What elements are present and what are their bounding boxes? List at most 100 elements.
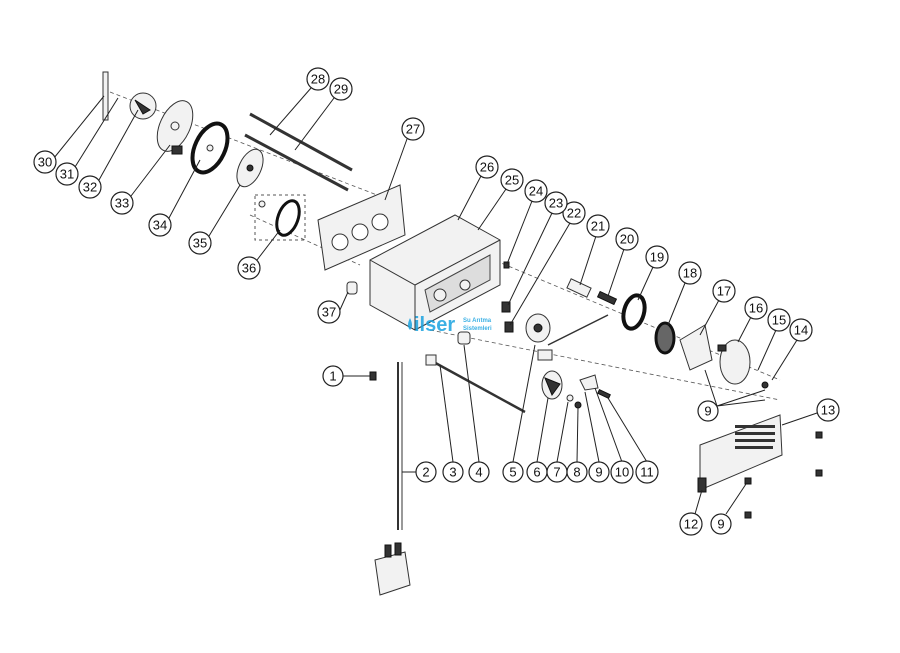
callout-21: 21 bbox=[586, 214, 610, 238]
part-motor-bracket-17 bbox=[679, 324, 713, 371]
callout-22: 22 bbox=[562, 201, 586, 225]
svg-text:28: 28 bbox=[311, 72, 325, 87]
part-gasket-27 bbox=[317, 184, 406, 271]
callout-28: 28 bbox=[306, 67, 330, 91]
svg-text:34: 34 bbox=[153, 218, 167, 233]
callout-17: 17 bbox=[712, 279, 736, 303]
callout-35: 35 bbox=[188, 231, 212, 255]
svg-text:25: 25 bbox=[505, 173, 519, 188]
callout-6: 6 bbox=[526, 461, 548, 483]
svg-text:12: 12 bbox=[684, 517, 698, 532]
svg-text:9: 9 bbox=[704, 404, 711, 419]
watermark-tagline-1: Su Arıtma bbox=[463, 318, 492, 324]
svg-text:4: 4 bbox=[475, 465, 482, 480]
callout-19: 19 bbox=[645, 245, 669, 269]
svg-text:31: 31 bbox=[60, 167, 74, 182]
callout-37: 37 bbox=[317, 300, 341, 324]
callout-25: 25 bbox=[500, 168, 524, 192]
part-gear-19 bbox=[621, 293, 647, 331]
part-cam-6 bbox=[541, 370, 563, 400]
svg-text:35: 35 bbox=[193, 236, 207, 251]
callout-20: 20 bbox=[615, 227, 639, 251]
svg-text:15: 15 bbox=[772, 313, 786, 328]
svg-text:1: 1 bbox=[329, 369, 336, 384]
svg-text:27: 27 bbox=[406, 122, 420, 137]
svg-text:17: 17 bbox=[717, 284, 731, 299]
svg-text:10: 10 bbox=[615, 465, 629, 480]
watermark-tagline-2: Sistemleri bbox=[463, 326, 492, 332]
part-cover-13 bbox=[697, 414, 783, 493]
callout-29: 29 bbox=[329, 77, 353, 101]
callout-15: 15 bbox=[767, 308, 791, 332]
part-small-7-11 bbox=[566, 374, 611, 409]
callout-5: 5 bbox=[502, 461, 524, 483]
part-bracket-30 bbox=[102, 71, 109, 121]
svg-text:3: 3 bbox=[449, 465, 456, 480]
part-spring-20 bbox=[596, 290, 618, 306]
callout-8: 8 bbox=[566, 461, 588, 483]
callout-36: 36 bbox=[237, 256, 261, 280]
part-motor-16 bbox=[717, 339, 769, 389]
part-nut-4 bbox=[457, 331, 471, 345]
callout-30: 30 bbox=[33, 150, 57, 174]
svg-text:33: 33 bbox=[115, 196, 129, 211]
part-gear-34 bbox=[190, 121, 230, 175]
callout-10: 10 bbox=[610, 460, 634, 484]
svg-text:30: 30 bbox=[38, 155, 52, 170]
svg-text:2: 2 bbox=[422, 465, 429, 480]
part-disc-33 bbox=[156, 100, 194, 155]
callout-9-motor: 9 bbox=[697, 400, 719, 422]
callout-4: 4 bbox=[468, 461, 490, 483]
svg-text:18: 18 bbox=[683, 266, 697, 281]
part-gear-18 bbox=[654, 321, 676, 355]
svg-text:22: 22 bbox=[567, 206, 581, 221]
svg-text:37: 37 bbox=[322, 305, 336, 320]
svg-text:26: 26 bbox=[480, 160, 494, 175]
part-cam-32 bbox=[129, 92, 157, 120]
svg-text:14: 14 bbox=[794, 323, 808, 338]
part-valve-5 bbox=[525, 313, 609, 361]
callout-9: 9 bbox=[588, 461, 610, 483]
callouts: 1 2 3 4 5 6 7 8 9 10 11 12 13 14 15 16 1… bbox=[33, 67, 840, 536]
callout-18: 18 bbox=[678, 261, 702, 285]
part-plug-37 bbox=[346, 281, 358, 295]
svg-text:36: 36 bbox=[242, 261, 256, 276]
callout-2: 2 bbox=[415, 461, 437, 483]
svg-text:20: 20 bbox=[620, 232, 634, 247]
svg-text:21: 21 bbox=[591, 219, 605, 234]
svg-text:11: 11 bbox=[640, 465, 654, 480]
callout-7: 7 bbox=[546, 461, 568, 483]
part-cables-28-29 bbox=[244, 108, 357, 192]
callout-26: 26 bbox=[475, 155, 499, 179]
callout-32: 32 bbox=[78, 175, 102, 199]
svg-text:7: 7 bbox=[553, 465, 560, 480]
callout-11: 11 bbox=[635, 460, 659, 484]
callout-16: 16 bbox=[744, 296, 768, 320]
callout-24: 24 bbox=[524, 179, 548, 203]
svg-text:29: 29 bbox=[334, 82, 348, 97]
svg-text:24: 24 bbox=[529, 184, 543, 199]
part-housing-26 bbox=[369, 214, 501, 331]
callout-9-cover: 9 bbox=[710, 513, 732, 535]
svg-text:9: 9 bbox=[595, 465, 602, 480]
watermark-logo: ilser Su Arıtma Sistemleri bbox=[408, 314, 492, 336]
water-drop-icon bbox=[408, 318, 412, 330]
callout-1: 1 bbox=[322, 365, 344, 387]
svg-text:13: 13 bbox=[821, 403, 835, 418]
svg-text:9: 9 bbox=[717, 517, 724, 532]
svg-text:32: 32 bbox=[83, 180, 97, 195]
callout-27: 27 bbox=[401, 117, 425, 141]
part-small-parts-23-24 bbox=[501, 261, 514, 333]
callout-12: 12 bbox=[679, 512, 703, 536]
callout-33: 33 bbox=[110, 191, 134, 215]
callout-14: 14 bbox=[789, 318, 813, 342]
svg-text:23: 23 bbox=[549, 196, 563, 211]
watermark-brand: ilser bbox=[414, 314, 455, 336]
leader-lines bbox=[53, 87, 818, 515]
part-rod-3 bbox=[425, 354, 526, 414]
callout-31: 31 bbox=[55, 162, 79, 186]
callout-3: 3 bbox=[442, 461, 464, 483]
callout-34: 34 bbox=[148, 213, 172, 237]
